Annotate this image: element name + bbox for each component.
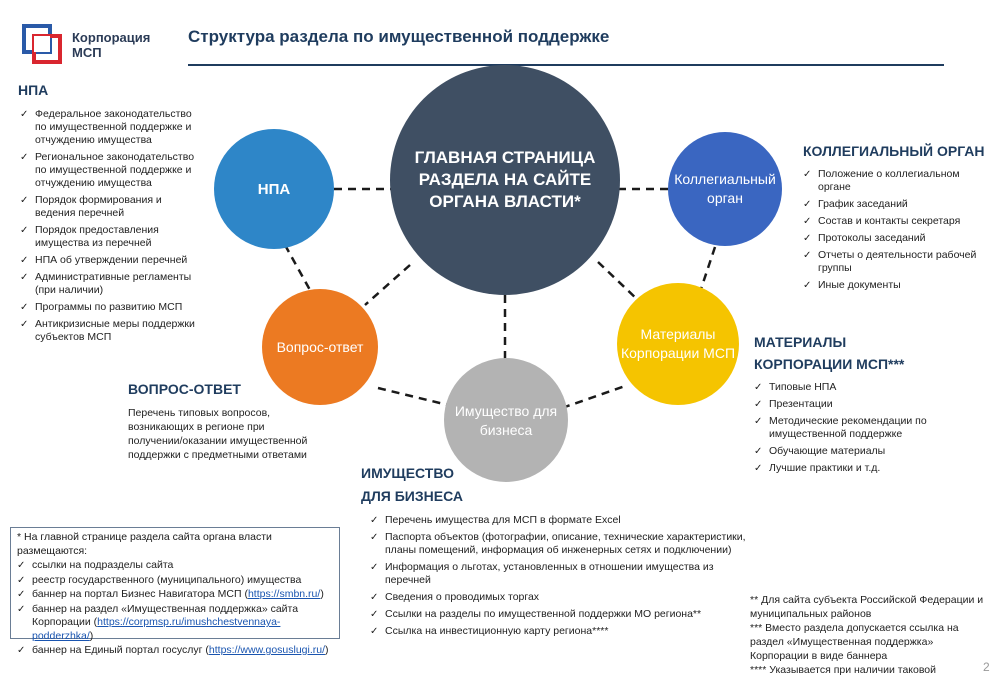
materialy-heading-line-2: КОРПОРАЦИИ МСП*** [754,356,905,372]
list-item: баннер на Единый портал госуслуг (https:… [17,644,333,658]
logo-text: Корпорация МСП [72,30,150,60]
vopros-heading: ВОПРОС-ОТВЕТ [128,381,241,397]
link-corpmsp[interactable]: https://corpmsp.ru/imushchestvennaya-pod… [32,616,281,642]
note-item-text: ) [320,588,324,600]
list-item: Типовые НПА [754,381,944,394]
materialy-heading: МАТЕРИАЛЫ КОРПОРАЦИИ МСП*** [754,331,904,375]
list-item: Информация о льготах, установленных в от… [370,561,748,587]
list-item: Сведения о проводимых торгах [370,591,748,604]
connector-center-vopros [364,264,411,306]
circle-kollegialny-label: Коллегиальный орган [674,171,776,206]
list-item: Отчеты о деятельности рабочей группы [803,249,983,275]
materialy-heading-line-1: МАТЕРИАЛЫ [754,334,847,350]
list-item: Федеральное законодательство по имуществ… [20,108,202,147]
page-number: 2 [983,660,990,674]
note-item-text: ) [325,644,329,656]
note-list: ссылки на подразделы сайта реестр госуда… [17,559,333,658]
list-item: Паспорта объектов (фотографии, описание,… [370,531,748,557]
note-item-text: баннер на раздел «Имущественная поддержк… [32,602,299,629]
note-item-text: баннер на Единый портал госуслуг ( [32,644,209,656]
imushchestvo-list: Перечень имущества для МСП в формате Exc… [370,514,748,642]
list-item: Обучающие материалы [754,445,944,458]
list-item: Порядок предоставления имущества из пере… [20,224,202,250]
connector-center-materialy [597,261,641,303]
connector-imushchestvo-materialy [561,383,629,410]
list-item: Презентации [754,398,944,411]
note-item-text: баннер на портал Бизнес Навигатора МСП ( [32,588,248,600]
circle-vopros [262,289,378,405]
footnotes: ** Для сайта субъекта Российской Федерац… [750,593,990,677]
list-item: НПА об утверждении перечней [20,254,202,267]
materialy-list: Типовые НПА Презентации Методические рек… [754,381,944,479]
list-item: Порядок формирования и ведения перечней [20,194,202,220]
footnote-1: ** Для сайта субъекта Российской Федерац… [750,594,984,620]
imushchestvo-heading-line-2: ДЛЯ БИЗНЕСА [361,488,463,504]
circle-center-label: ГЛАВНАЯ СТРАНИЦА РАЗДЕЛА НА САЙТЕ ОРГАНА… [414,148,596,211]
page-title: Структура раздела по имущественной подде… [188,27,610,46]
list-item: Состав и контакты секретаря [803,215,983,228]
circle-imushchestvo-label: Имущество для бизнеса [454,403,558,438]
npa-list: Федеральное законодательство по имуществ… [20,108,202,348]
note-item-text: реестр государственного (муниципального)… [32,573,302,586]
connector-npa-vopros [283,244,312,291]
list-item: ссылки на подразделы сайта [17,559,333,573]
circle-npa-label: НПА [257,180,291,198]
list-item: Программы по развитию МСП [20,301,202,314]
footnote-2: *** Вместо раздела допускается ссылка на… [750,622,959,662]
circle-materialy [617,283,739,405]
list-item: реестр государственного (муниципального)… [17,574,333,588]
list-item: Антикризисные меры поддержки субъектов М… [20,318,202,344]
list-item: баннер на раздел «Имущественная поддержк… [17,603,333,644]
main-page-note-box: * На главной странице раздела сайта орга… [10,527,340,657]
kollegialny-list: Положение о коллегиальном органе График … [803,168,983,296]
circle-materialy-label: Материалы Корпорации МСП [620,326,736,361]
logo-line-1: Корпорация [72,30,151,45]
list-item: Административные регламенты (при наличии… [20,271,202,297]
list-item: Методические рекомендации по имущественн… [754,415,944,441]
connector-kollegialny-materialy [698,246,717,293]
circle-imushchestvo [444,358,568,482]
vopros-description: Перечень типовых вопросов, возникающих в… [128,407,308,461]
note-heading: * На главной странице раздела сайта орга… [17,531,272,557]
link-smbn[interactable]: https://smbn.ru/ [247,588,321,600]
npa-heading: НПА [18,82,49,98]
list-item: Региональное законодательство по имущест… [20,151,202,190]
circle-center [390,65,620,295]
list-item: Перечень имущества для МСП в формате Exc… [370,514,748,527]
list-item: Протоколы заседаний [803,232,983,245]
corporation-logo-icon [22,24,62,64]
list-item: баннер на портал Бизнес Навигатора МСП (… [17,588,333,602]
kollegialny-heading: КОЛЛЕГИАЛЬНЫЙ ОРГАН [803,143,985,159]
list-item: Положение о коллегиальном органе [803,168,983,194]
list-item: Ссылки на разделы по имущественной подде… [370,608,748,621]
note-item-text: ссылки на подразделы сайта [32,559,174,571]
circle-kollegialny [668,132,782,246]
list-item: Лучшие практики и т.д. [754,462,944,475]
list-item: Иные документы [803,279,983,292]
logo-line-2: МСП [72,45,102,60]
link-gosuslugi[interactable]: https://www.gosuslugi.ru/ [208,644,326,656]
connector-vopros-imushchestvo [377,386,449,407]
imushchestvo-heading: ИМУЩЕСТВО ДЛЯ БИЗНЕСА [361,462,463,508]
list-item: График заседаний [803,198,983,211]
footnote-3: **** Указывается при наличии таковой [750,664,937,676]
title-divider [188,64,944,66]
circle-npa [214,129,334,249]
imushchestvo-heading-line-1: ИМУЩЕСТВО [361,465,455,481]
circle-vopros-label: Вопрос-ответ [276,339,364,355]
list-item: Ссылка на инвестиционную карту региона**… [370,625,748,638]
note-item-text: ) [89,629,94,642]
